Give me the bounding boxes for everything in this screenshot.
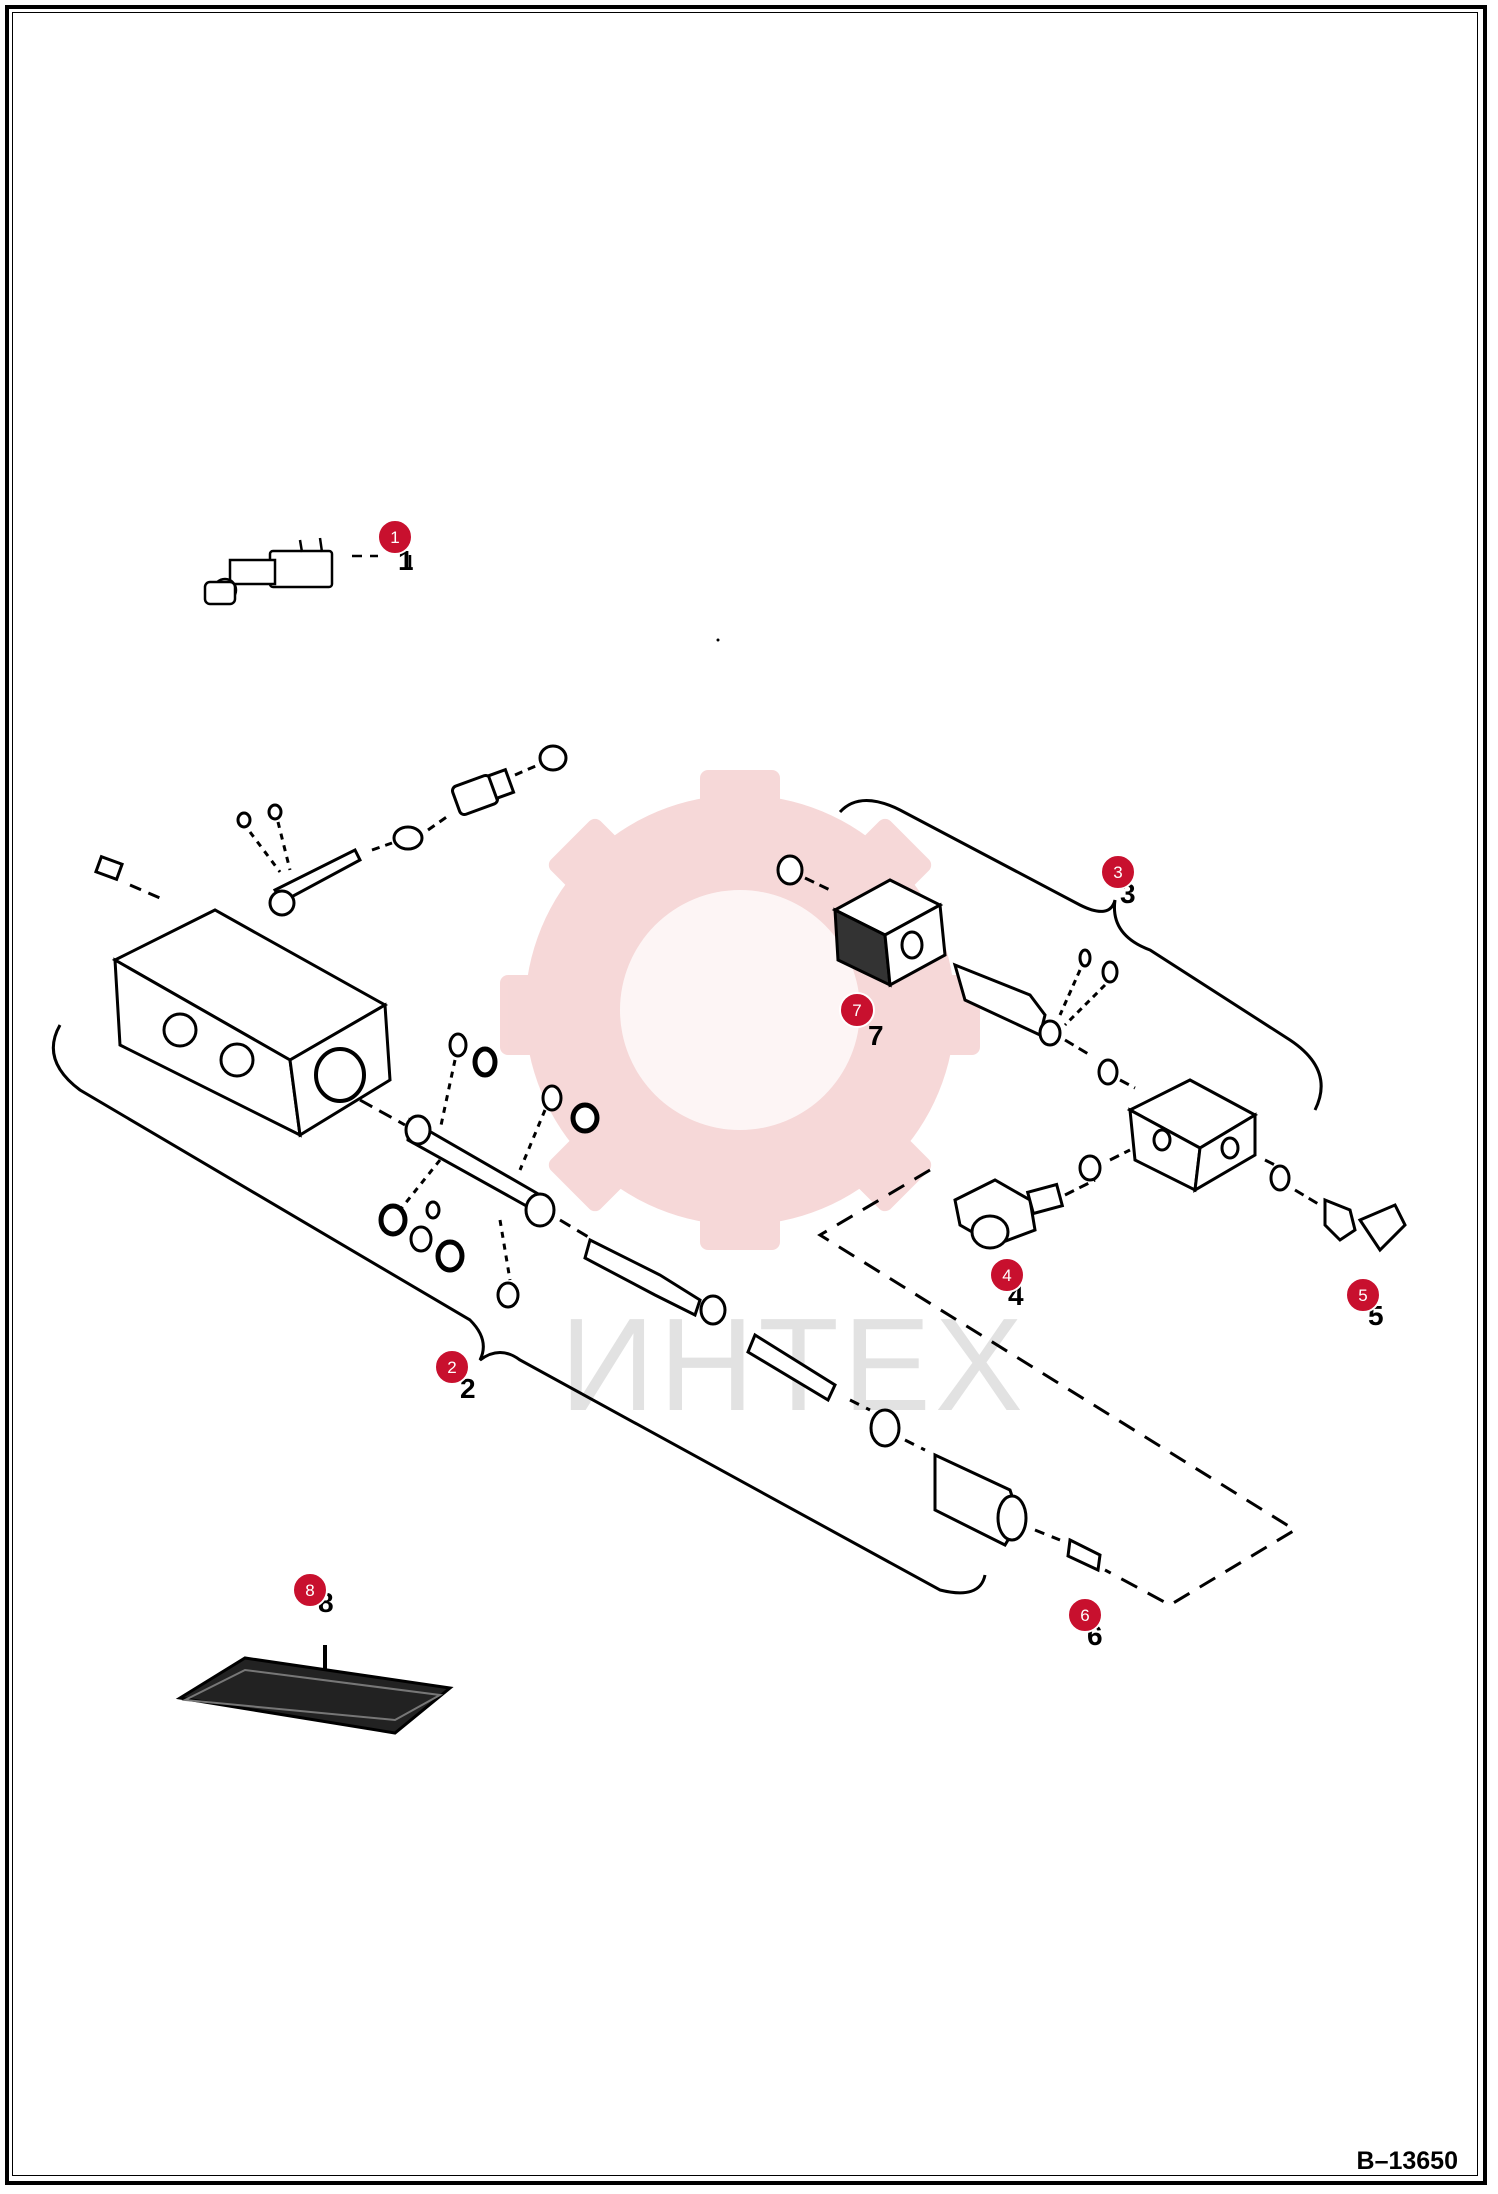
figure-id: B–13650 — [1356, 2147, 1458, 2175]
svg-text:8: 8 — [305, 1581, 314, 1600]
brace-part-3 — [838, 799, 1323, 1111]
watermark-logo — [500, 770, 980, 1250]
svg-text:7: 7 — [852, 1001, 861, 1020]
outer-frame — [5, 5, 1487, 2185]
svg-text:3: 3 — [1113, 863, 1122, 882]
svg-text:2: 2 — [447, 1358, 456, 1377]
callout-2[interactable]: 2 — [434, 1349, 470, 1385]
svg-text:5: 5 — [1358, 1286, 1367, 1305]
callout-8[interactable]: 8 — [292, 1572, 328, 1608]
svg-text:1: 1 — [390, 528, 399, 547]
coil-parts — [776, 854, 1407, 1253]
callout-4[interactable]: 4 — [989, 1257, 1025, 1293]
valve-block — [111, 908, 392, 1138]
spool-parts — [359, 1032, 1102, 1573]
callout-5[interactable]: 5 — [1345, 1277, 1381, 1313]
callout-1[interactable]: 1 — [377, 519, 413, 555]
part-number-2: 2 — [460, 1373, 476, 1404]
brace-part-2 — [51, 1024, 987, 1595]
dashed-hose-route — [817, 1168, 1298, 1607]
svg-text:4: 4 — [1002, 1266, 1011, 1285]
watermark-hub — [620, 890, 860, 1130]
svg-text:6: 6 — [1080, 1606, 1089, 1625]
part-number-7: 7 — [868, 1020, 884, 1051]
top-plug-parts — [94, 744, 568, 917]
part-1-switch — [203, 537, 412, 606]
fitting-parts — [953, 1178, 1096, 1250]
inner-frame — [12, 12, 1478, 2176]
callout-6[interactable]: 6 — [1067, 1597, 1103, 1633]
stray-dot — [716, 638, 720, 642]
callout-7[interactable]: 7 — [839, 992, 875, 1028]
callout-3[interactable]: 3 — [1100, 854, 1136, 890]
part-8-decal — [175, 1645, 454, 1735]
